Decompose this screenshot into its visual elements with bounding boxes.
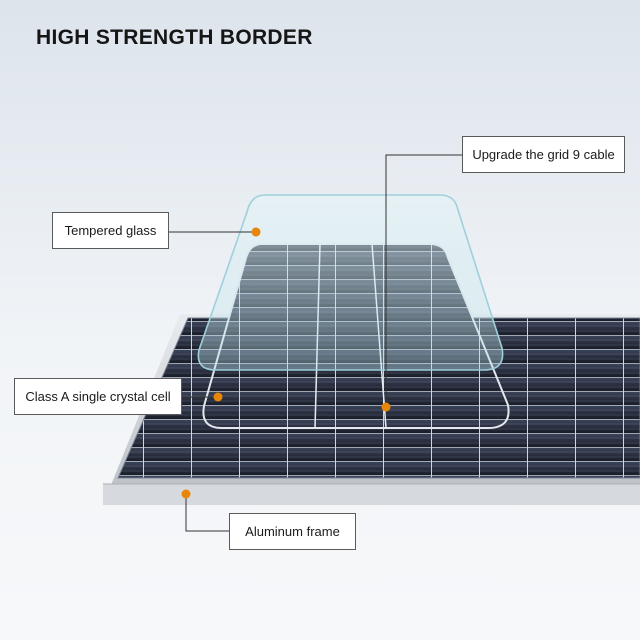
marker-glass-icon [251, 227, 261, 237]
leader-lines [169, 154, 462, 532]
callout-aluminum-frame: Aluminum frame [229, 513, 356, 550]
page-title: HIGH STRENGTH BORDER [36, 26, 313, 49]
callout-tempered-glass: Tempered glass [52, 212, 169, 249]
marker-grid-icon [381, 402, 391, 412]
markers [181, 227, 391, 499]
callout-grid-cable: Upgrade the grid 9 cable [462, 136, 625, 173]
tempered-glass-layer [197, 194, 504, 371]
callout-crystal-cell: Class A single crystal cell [14, 378, 182, 415]
leader-line-grid [385, 154, 462, 407]
marker-cell-icon [213, 392, 223, 402]
leader-line-frame [185, 494, 229, 532]
marker-frame-icon [181, 489, 191, 499]
